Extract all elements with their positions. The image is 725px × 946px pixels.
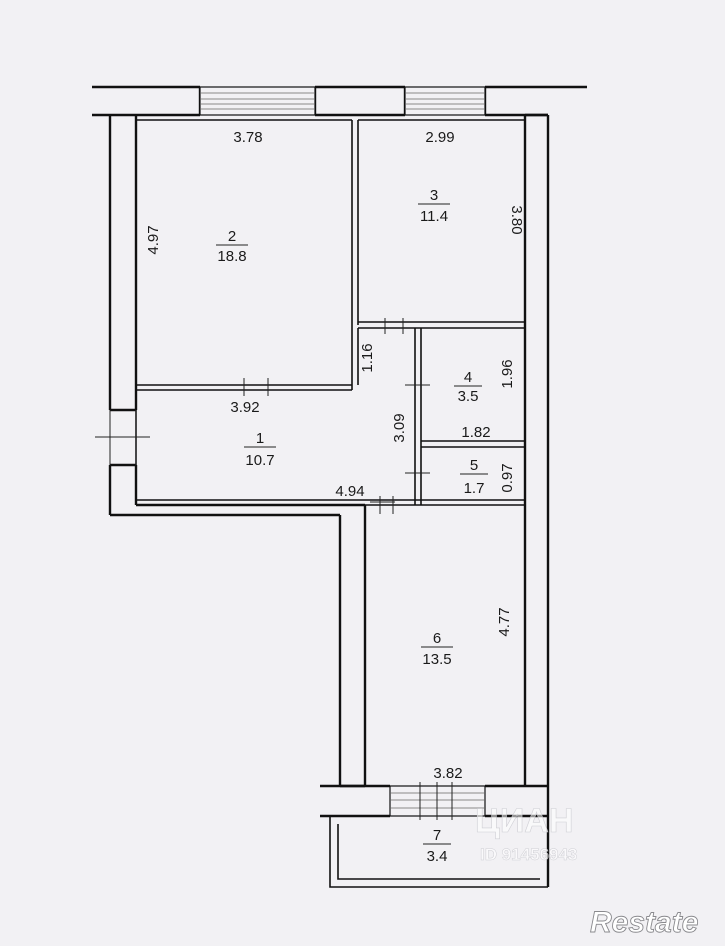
restate-logo-watermark: Restate [590,906,698,939]
dim-room3-width: 2.99 [425,129,454,146]
dim-room2-width: 3.78 [233,129,262,146]
room-5-number: 5 [470,457,478,474]
dim-corridor-long: 3.09 [391,413,408,442]
room-7-area: 3.4 [427,848,448,865]
room-3-number: 3 [430,187,438,204]
room-2-number: 2 [228,228,236,245]
room-4-area: 3.5 [458,388,479,405]
dim-room4-width: 1.82 [461,424,490,441]
top-windows [199,86,486,116]
room-1-area: 10.7 [245,452,274,469]
dim-room6-width: 3.82 [433,765,462,782]
door-marks [95,318,430,514]
dim-room2-height: 4.97 [145,225,162,254]
room-6-number: 6 [433,630,441,647]
room-5-area: 1.7 [464,480,485,497]
dim-corridor-short: 1.16 [359,343,376,372]
dim-room6-height: 4.77 [496,607,513,636]
room-2-area: 18.8 [217,248,246,265]
room-1-number: 1 [256,430,264,447]
interior-walls [135,119,525,506]
room-labels: 2 18.8 3 11.4 4 3.5 1 10.7 5 1.7 6 13.5 … [216,187,488,865]
exterior-walls [92,85,587,788]
dimension-labels: 3.78 2.99 4.97 3.80 3.92 1.16 3.09 1.96 … [145,129,525,782]
room-7-number: 7 [433,827,441,844]
balcony [320,782,550,888]
room-4-number: 4 [464,369,472,386]
room-3-area: 11.4 [420,208,448,225]
dim-room4-height: 1.96 [499,359,516,388]
dim-room5-height: 0.97 [499,463,516,492]
cian-id-watermark: ID 91456943 [480,845,577,864]
dim-room3-height: 3.80 [508,205,525,234]
dim-room2-bottom: 3.92 [230,399,259,416]
room-6-area: 13.5 [422,651,451,668]
cian-logo-watermark: ЦИАН [475,802,573,840]
dim-hall-width: 4.94 [335,483,364,500]
watermarks: ЦИАН ID 91456943 Restate [475,802,699,940]
